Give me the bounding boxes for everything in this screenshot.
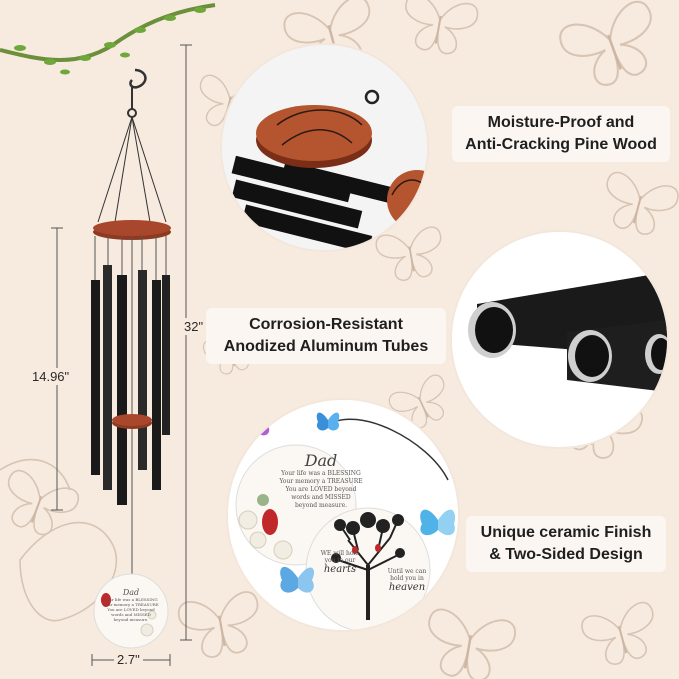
ceramic-back-left-word: hearts — [323, 564, 357, 575]
wind-chime-product — [51, 44, 192, 666]
wood-closeup-image — [222, 45, 427, 250]
ceramic-front-title: Dad — [304, 451, 338, 470]
vine-branch — [0, 3, 216, 75]
ceramic-back-right-line: Until we can — [387, 568, 427, 575]
chime-sail-line: beyond measure. — [113, 617, 149, 622]
ceramic-back-right-line: hold you in — [390, 575, 424, 582]
butterfly-icon — [420, 509, 456, 536]
wood-closeup-circle — [222, 45, 427, 250]
chime-sail-text: Dad Your life was a BLESSING Your memory… — [100, 588, 162, 622]
butterfly-icon — [280, 566, 315, 593]
cardinal-icon — [262, 509, 278, 535]
feature-label-line: Anodized Aluminum Tubes — [223, 338, 429, 355]
tube-length-dimension-label: 14.96" — [30, 368, 72, 385]
chime-sail-line: words and MISSED — [111, 612, 151, 617]
tree-icon — [331, 512, 405, 620]
width-dimension-label: 2.7" — [114, 652, 143, 667]
tube-closeup-circle — [452, 232, 667, 447]
ceramic-back-left-text: WE will hold you in our hearts — [320, 550, 360, 576]
ceramic-front-line: You are LOVED beyond — [285, 486, 357, 493]
ceramic-back-left-line: WE will hold — [320, 550, 360, 557]
height-dimension-label: 32" — [182, 318, 206, 335]
ceramic-front-line: Your life was a BLESSING — [281, 470, 361, 477]
feature-label-wood: Moisture-Proof and Anti-Cracking Pine Wo… — [452, 106, 670, 162]
chime-sail-line: Your memory a TREASURE — [103, 602, 159, 607]
feature-label-ceramic: Unique ceramic Finish & Two-Sided Design — [466, 516, 666, 572]
feature-label-tubes: Corrosion-Resistant Anodized Aluminum Tu… — [206, 308, 446, 364]
feature-label-line: & Two-Sided Design — [489, 546, 643, 563]
ceramic-closeup-image — [228, 400, 458, 630]
chime-sail-title: Dad — [122, 588, 140, 597]
feature-label-line: Moisture-Proof and — [487, 114, 635, 131]
rose-icon — [238, 494, 293, 560]
feature-label-line: Unique ceramic Finish — [480, 524, 652, 541]
ceramic-back-left-line: you in our — [324, 557, 356, 564]
cardinal-icon — [101, 593, 111, 607]
ceramic-closeup-circle: Dad Your life was a BLESSING Your memory… — [228, 400, 458, 630]
ceramic-front-line: Your memory a TREASURE — [279, 478, 363, 485]
chime-sail-line: You are LOVED beyond — [107, 607, 155, 612]
ceramic-front-line: beyond measure. — [294, 502, 348, 509]
feature-label-line: Corrosion-Resistant — [249, 316, 403, 333]
butterfly-icon — [316, 412, 340, 431]
ceramic-back-right-text: Until we can hold you in heaven — [386, 568, 428, 594]
ceramic-front-line: words and MISSED — [291, 494, 351, 501]
feature-label-line: Anti-Cracking Pine Wood — [465, 136, 657, 153]
ceramic-back-right-word: heaven — [388, 582, 426, 593]
chime-sail-line: Your life was a BLESSING — [104, 597, 158, 602]
tube-closeup-image — [452, 232, 667, 447]
ceramic-front-text: Dad Your life was a BLESSING Your memory… — [276, 452, 366, 510]
